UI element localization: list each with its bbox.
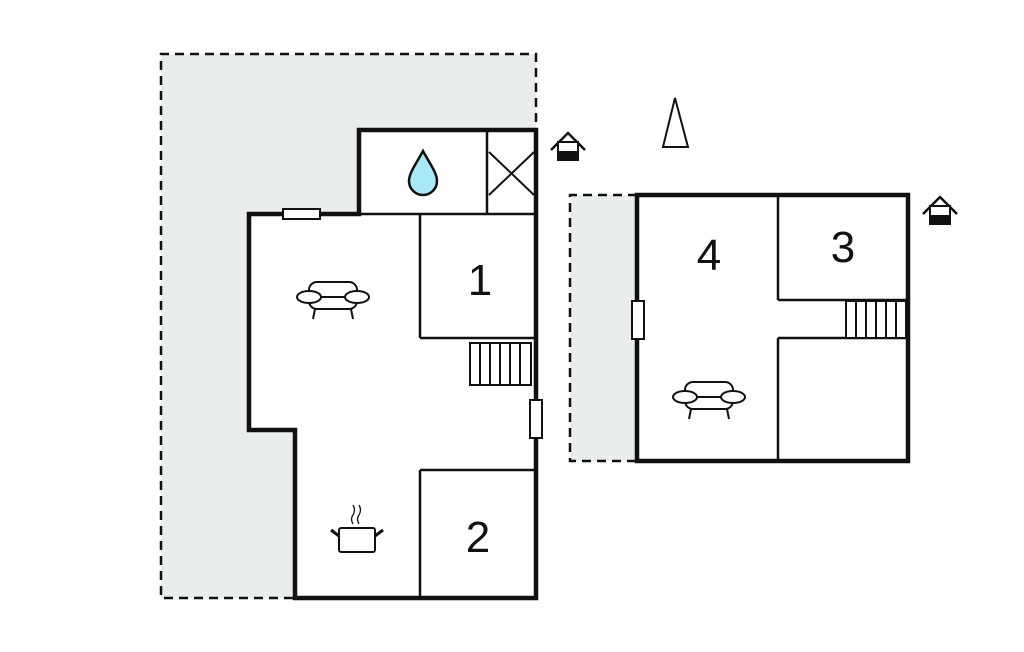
sofa-icon — [672, 381, 746, 420]
window-icon — [529, 399, 543, 439]
cooking-pot-icon — [330, 504, 384, 553]
building-right: 4 3 — [631, 192, 911, 464]
house-entrance-icon — [922, 195, 958, 225]
terrace-right — [568, 193, 637, 463]
room-label-2: 2 — [466, 513, 490, 562]
ventilation-cross-icon — [488, 151, 535, 196]
window-icon — [631, 300, 645, 340]
room-label-3: 3 — [831, 223, 855, 272]
room-label-4: 4 — [697, 231, 721, 280]
water-drop-icon — [407, 148, 439, 197]
building-left: 1 2 — [246, 127, 543, 601]
north-arrow-icon — [661, 97, 690, 148]
house-entrance-icon — [550, 131, 586, 161]
stairs-icon — [469, 342, 532, 386]
sofa-icon — [296, 281, 370, 320]
room-label-1: 1 — [468, 256, 492, 305]
stairs-icon — [845, 300, 907, 339]
window-icon — [282, 208, 321, 220]
